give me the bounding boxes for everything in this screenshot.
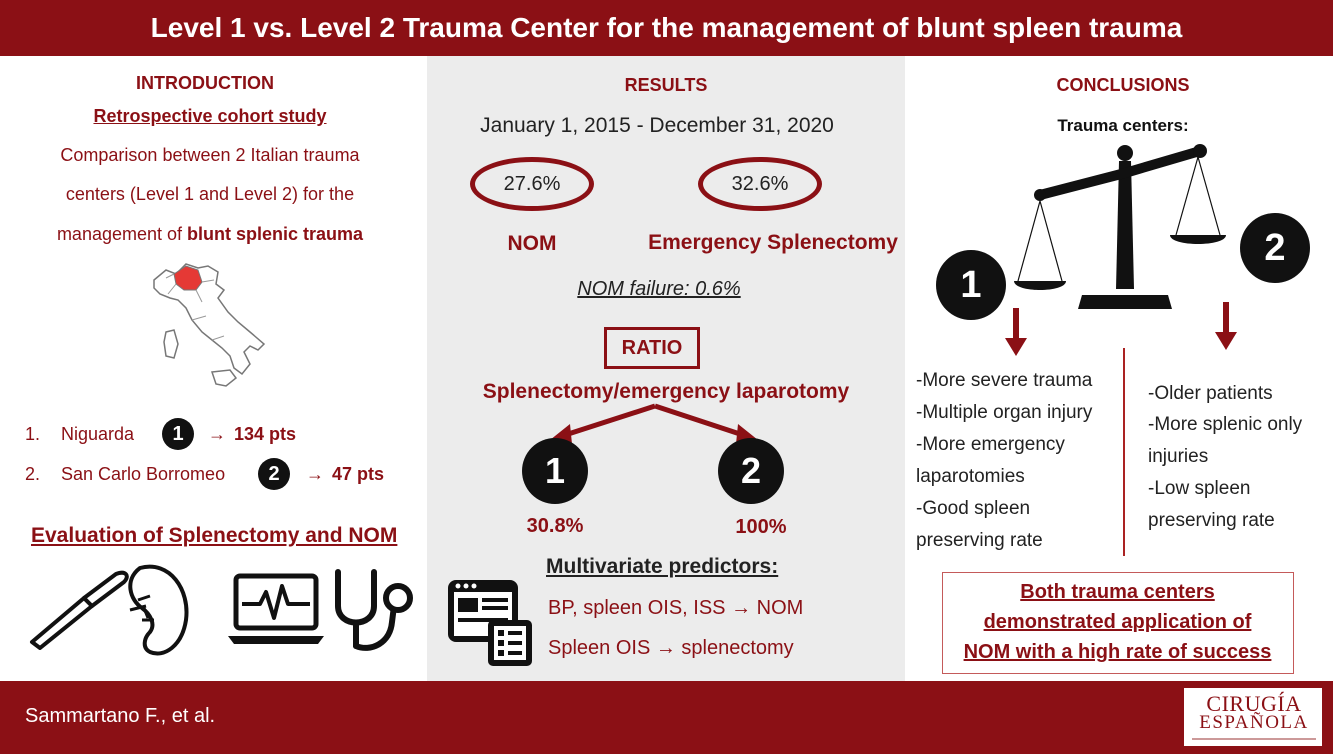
level2-item: preserving rate [1148,510,1275,531]
level1-ratio-value: 30.8% [526,515,584,537]
predictor-2: Spleen OIS → splenectomy [548,637,794,659]
final-conclusion-line3: NOM with a high rate of success [963,641,1272,663]
trauma-centers-subheading: Trauma centers: [1057,116,1189,135]
center-name-2: San Carlo Borromeo [61,464,226,484]
final-conclusion-box: Both trauma centers demonstrated applica… [942,572,1294,674]
level1-badge: 1 [522,438,588,504]
journal-logo-line1: CIRUGÍA [1206,691,1302,716]
intro-desc-line2: centers (Level 1 and Level 2) for the [65,184,355,204]
level1-item: preserving rate [916,530,1043,551]
center-patients-2: 47 pts [332,464,385,484]
center-badge-2: 2 [258,458,290,490]
final-conclusion-line1: Both trauma centers [1020,581,1215,603]
splenectomy-label: Emergency Splenectomy [648,231,898,254]
journal-logo: CIRUGÍA ESPAÑOLA [1183,687,1323,747]
level2-item: -Older patients [1148,383,1273,404]
page-title: Level 1 vs. Level 2 Trauma Center for th… [0,0,1333,56]
down-arrow-icon-left [1005,308,1027,356]
center-badge-1: 1 [162,418,194,450]
conclusions-heading: CONCLUSIONS [1056,75,1190,95]
center-index-1: 1. [25,424,41,444]
level2-item: injuries [1148,446,1209,467]
author: Sammartano F., et al. [25,705,216,727]
nom-failure: NOM failure: 0.6% [577,278,741,300]
level1-item: -Multiple organ injury [916,402,1093,423]
intro-desc-line3: management of blunt splenic trauma [10,224,410,245]
level2-item: -More splenic only [1148,414,1303,435]
level2-item: -Low spleen [1148,478,1251,499]
results-heading: RESULTS [624,75,708,95]
scalpel-icon [30,570,129,650]
balance-scale-icon [1014,144,1226,309]
center-arrow-2: → [306,464,324,484]
final-conclusion-line2: demonstrated application of [983,611,1252,633]
introduction-heading: INTRODUCTION [136,73,274,93]
nom-percentage-oval: 27.6% [470,157,594,211]
center-patients-1: 134 pts [234,424,297,444]
down-arrow-icon-right [1215,302,1237,350]
center-arrow-1: → [208,424,226,444]
results-period: January 1, 2015 - December 31, 2020 [480,114,834,137]
predictor-1: BP, spleen OIS, ISS → NOM [548,597,804,619]
center-index-2: 2. [25,464,41,484]
spleen-icon [128,564,189,656]
level1-item: laparotomies [916,466,1025,487]
ratio-description: Splenectomy/emergency laparotomy [482,380,850,403]
intro-desc-line3-plain: management of [56,224,188,244]
conclusions-divider [1123,348,1125,556]
level2-badge: 2 [718,438,784,504]
documents-icon [448,580,532,666]
conclusion-badge-2: 2 [1242,215,1308,281]
splenectomy-percentage-oval: 32.6% [698,157,822,211]
nom-label: NOM [507,232,557,255]
level2-ratio-value: 100% [735,516,787,538]
evaluation-heading: Evaluation of Splenectomy and NOM [31,524,398,547]
italy-map-icon [153,263,266,387]
level1-item: -More severe trauma [916,370,1093,391]
journal-logo-line2: ESPAÑOLA [1199,712,1309,733]
center-name-1: Niguarda [61,424,135,444]
monitor-icon [228,573,324,644]
level1-item: -Good spleen [916,498,1031,519]
journal-logo-rule [1192,738,1316,740]
stethoscope-icon [335,569,413,651]
level1-item: -More emergency [916,434,1065,455]
footer: Sammartano F., et al. CIRUGÍA ESPAÑOLA [0,681,1333,754]
predictors-heading: Multivariate predictors: [546,555,779,578]
ratio-box: RATIO [604,327,700,369]
intro-desc-line1: Comparison between 2 Italian trauma [60,145,360,165]
study-type: Retrospective cohort study [93,106,327,126]
conclusion-badge-1: 1 [938,252,1004,318]
intro-desc-line3-bold: blunt splenic trauma [187,224,364,244]
